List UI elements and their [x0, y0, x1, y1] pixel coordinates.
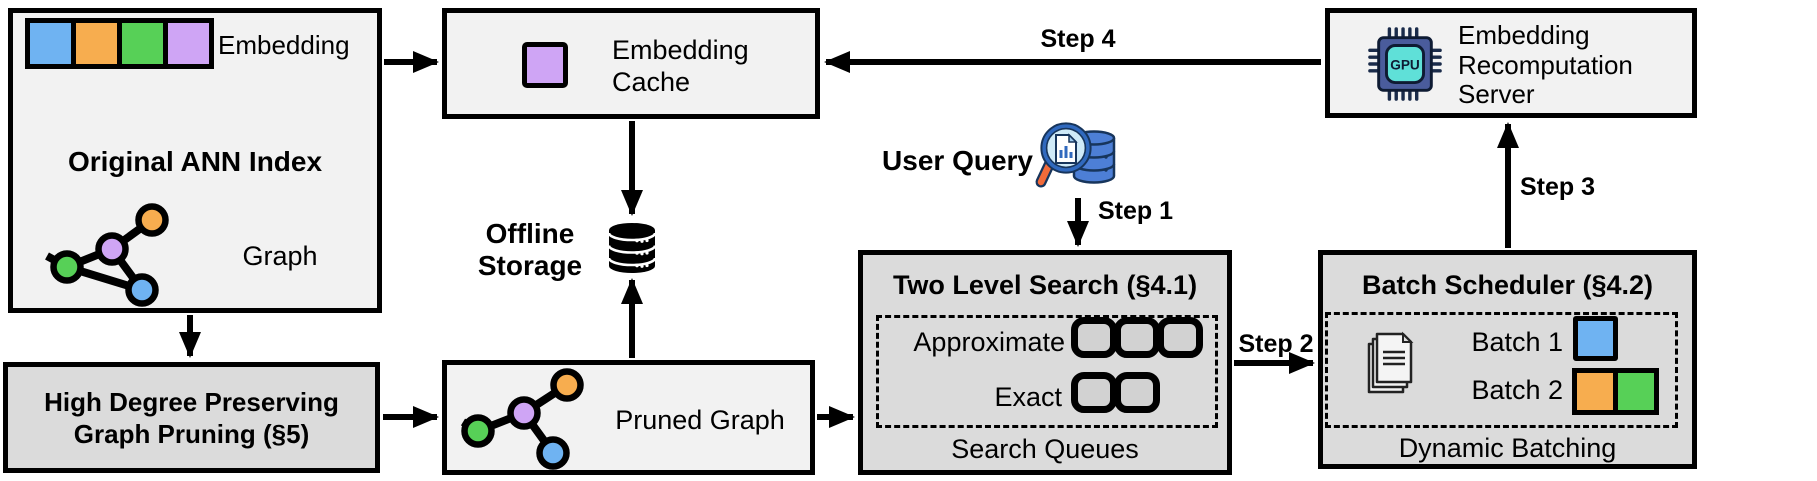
embedding-cell-green: [117, 23, 163, 64]
gpu-chip-icon: GPU: [1368, 27, 1442, 101]
query-search-icon: [1035, 122, 1116, 188]
step3-label: Step 3: [1520, 173, 1596, 201]
two-level-search-title: Two Level Search (§4.1): [892, 270, 1198, 300]
batch1-query-icon: [1573, 316, 1618, 361]
batch2-label: Batch 2: [1471, 375, 1563, 405]
two-level-search-box: [858, 250, 1232, 475]
batch2-query-icons: [1572, 368, 1659, 415]
embedding-cell-orange: [71, 23, 117, 64]
queue-slot-icon: [1114, 317, 1160, 358]
original-ann-index-title: Original ANN Index: [67, 146, 323, 177]
database-icon: [607, 223, 657, 273]
search-queues-footer: Search Queues: [951, 434, 1139, 464]
user-query-label: User Query: [882, 145, 1033, 176]
batch1-label: Batch 1: [1471, 327, 1563, 357]
approximate-label: Approximate: [913, 327, 1065, 357]
queue-slot-icon: [1114, 372, 1160, 413]
search-queues-dashed-box: [876, 315, 1218, 428]
step1-label: Step 1: [1098, 197, 1174, 225]
embedding-vector-icon: [25, 18, 214, 69]
graph-pruning-title-line2: Graph Pruning (§5): [73, 418, 310, 449]
graph-icon: [45, 203, 169, 307]
graph-pruning-title-line1: High Degree Preserving: [44, 386, 339, 417]
batch2-cell-orange: [1577, 373, 1613, 410]
embedding-label: Embedding: [218, 30, 350, 60]
cached-embedding-icon: [522, 42, 568, 88]
pruned-graph-icon: [460, 368, 584, 470]
dynamic-batching-footer: Dynamic Batching: [1398, 433, 1617, 463]
embedding-cache-box: [442, 8, 820, 119]
queue-slot-icon: [1071, 317, 1117, 358]
batch-scheduler-title: Batch Scheduler (§4.2): [1361, 270, 1654, 300]
graph-pruning-box: High Degree Preserving Graph Pruning (§5…: [3, 362, 380, 473]
pruned-graph-label: Pruned Graph: [615, 405, 785, 435]
step4-label: Step 4: [1040, 25, 1116, 53]
gpu-chip-label: GPU: [1390, 57, 1420, 72]
graph-label: Graph: [242, 241, 318, 271]
dynamic-batching-dashed-box: [1325, 312, 1678, 428]
step2-label: Step 2: [1238, 330, 1314, 358]
embedding-cell-purple: [163, 23, 209, 64]
exact-label: Exact: [994, 382, 1062, 412]
embedding-cell-blue: [30, 23, 71, 64]
exact-queue-icons: [1071, 372, 1160, 413]
documents-icon: [1367, 331, 1414, 394]
queue-slot-icon: [1157, 317, 1203, 358]
queue-slot-icon: [1071, 372, 1117, 413]
batch2-cell-green: [1613, 373, 1654, 410]
batch-scheduler-box: [1318, 250, 1697, 469]
approximate-queue-icons: [1071, 317, 1203, 358]
